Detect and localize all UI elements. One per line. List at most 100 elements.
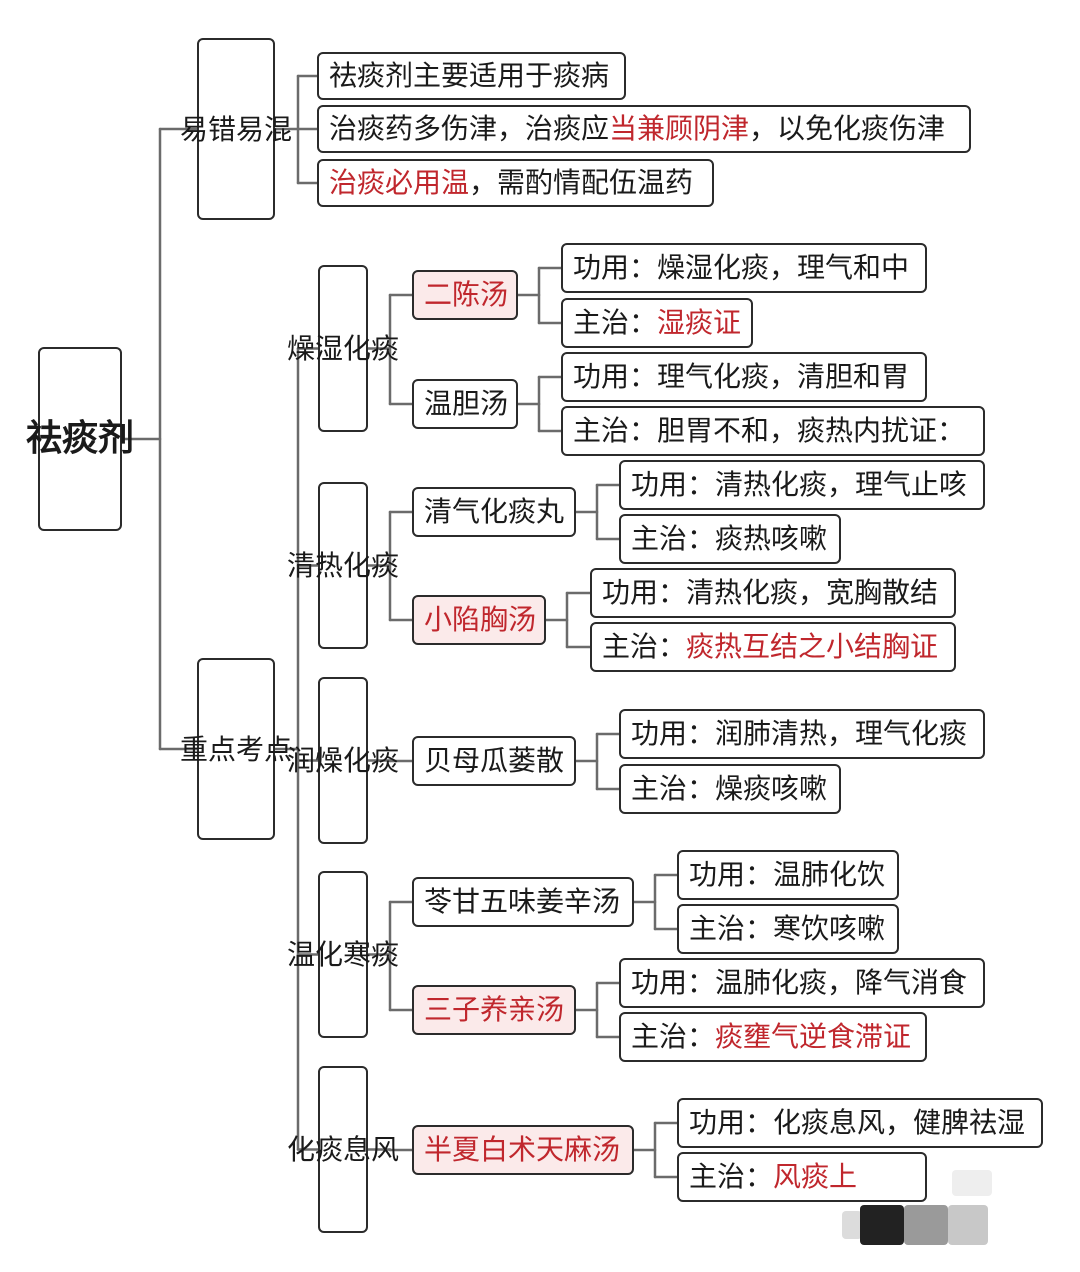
section-key-points-label-char: 点 <box>207 732 236 766</box>
group-label-char: 寒 <box>343 938 372 971</box>
section-key-points: 重点考点 <box>180 658 292 840</box>
indication-text: 胆胃不和，痰热内扰证： <box>657 414 966 447</box>
effect-text: 功用：燥湿化痰，理气和中 <box>573 251 910 284</box>
root-node: 祛痰剂 <box>26 347 134 531</box>
effect-node: 功用：温肺化饮 <box>677 850 899 900</box>
group-node: 清热化痰 <box>287 482 399 649</box>
indication-text: 痰壅气逆食滞证 <box>715 1020 912 1053</box>
group-node: 燥湿化痰 <box>287 265 399 432</box>
confuse-item: 治痰药多伤津，治痰应当兼顾阴津，以免化痰伤津 <box>317 105 971 153</box>
watermark-blur <box>860 1205 904 1245</box>
indication-node: 主治：痰壅气逆食滞证 <box>619 1012 927 1062</box>
formula-node: 贝母瓜蒌散 <box>412 736 576 786</box>
indication-prefix: 主治： <box>602 630 687 663</box>
group-label-char: 化 <box>343 332 372 365</box>
indication-node: 主治：湿痰证 <box>561 298 753 348</box>
confuse-item-text: 祛痰剂主要适用于痰病 <box>329 59 610 92</box>
section-easy-confuse-label-char: 易 <box>179 112 208 146</box>
effect-node: 功用：化痰息风，健脾祛湿 <box>677 1098 1043 1148</box>
indication-node: 主治：风痰上 <box>677 1152 927 1202</box>
group-label-char: 化 <box>343 549 372 582</box>
group-label-char: 风 <box>371 1133 400 1166</box>
indication-text: 湿痰证 <box>657 306 742 339</box>
group-label-char: 湿 <box>314 332 343 365</box>
indication-node: 主治：胆胃不和，痰热内扰证： <box>561 406 985 456</box>
effect-node: 功用：温肺化痰，降气消食 <box>619 958 985 1008</box>
section-key-points-label-char: 考 <box>236 732 265 766</box>
effect-text: 功用：润肺清热，理气化痰 <box>631 717 968 750</box>
confuse-item-text: ，需酌情配伍温药 <box>469 166 694 199</box>
group-label-char: 痰 <box>371 332 400 365</box>
formula-node: 清气化痰丸 <box>412 487 576 537</box>
indication-prefix: 主治： <box>573 414 658 447</box>
group-label-char: 痰 <box>371 549 400 582</box>
formula-name: 温胆汤 <box>424 387 509 420</box>
formula-node: 温胆汤 <box>412 379 518 429</box>
section-easy-confuse-label-char: 混 <box>264 112 293 146</box>
group-node: 温化寒痰 <box>287 871 399 1038</box>
watermark-blur <box>948 1205 988 1245</box>
group-node: 润燥化痰 <box>287 677 399 844</box>
effect-text: 功用：清热化痰，理气止咳 <box>631 468 968 501</box>
group-label-char: 化 <box>314 938 343 971</box>
formula-node: 三子养亲汤 <box>412 985 576 1035</box>
formula-node: 小陷胸汤 <box>412 595 546 645</box>
group-label-char: 清 <box>286 549 315 582</box>
indication-text: 痰热互结之小结胸证 <box>686 630 939 663</box>
effect-text: 功用：温肺化饮 <box>689 858 886 891</box>
indication-text: 风痰上 <box>773 1160 858 1193</box>
effect-node: 功用：理气化痰，清胆和胃 <box>561 352 927 402</box>
group-label-char: 热 <box>314 549 343 582</box>
group-label-char: 痰 <box>371 744 400 777</box>
section-easy-confuse-label-char: 易 <box>236 112 265 146</box>
confuse-item-highlight: 治痰必用温 <box>329 166 470 199</box>
group-label-char: 燥 <box>314 744 343 777</box>
confuse-item: 治痰必用温，需酌情配伍温药 <box>317 159 714 207</box>
group-label-char: 化 <box>343 744 372 777</box>
formula-name: 贝母瓜蒌散 <box>424 744 565 777</box>
indication-prefix: 主治： <box>689 1160 774 1193</box>
indication-text: 燥痰咳嗽 <box>715 772 828 805</box>
effect-text: 功用：理气化痰，清胆和胃 <box>573 360 910 393</box>
formula-node: 苓甘五味姜辛汤 <box>412 877 634 927</box>
group-label-char: 温 <box>286 938 315 971</box>
watermark-blur <box>952 1170 992 1196</box>
indication-node: 主治：痰热咳嗽 <box>619 514 841 564</box>
formula-name: 苓甘五味姜辛汤 <box>424 885 621 918</box>
section-easy-confuse: 易错易混 <box>180 38 292 220</box>
indication-text: 痰热咳嗽 <box>715 522 828 555</box>
section-key-points-label-char: 重 <box>179 732 208 766</box>
formula-node: 半夏白术天麻汤 <box>412 1125 634 1175</box>
confuse-item: 祛痰剂主要适用于痰病 <box>317 52 626 100</box>
root-label-char: 痰 <box>62 418 99 459</box>
group-label-char: 息 <box>343 1133 372 1166</box>
formula-name: 半夏白术天麻汤 <box>424 1133 621 1166</box>
formula-node: 二陈汤 <box>412 270 518 320</box>
section-easy-confuse-label-char: 错 <box>207 112 236 146</box>
effect-text: 功用：化痰息风，健脾祛湿 <box>689 1106 1026 1139</box>
indication-prefix: 主治： <box>689 912 774 945</box>
effect-text: 功用：清热化痰，宽胸散结 <box>602 576 939 609</box>
formula-name: 小陷胸汤 <box>424 603 537 636</box>
watermark-blur <box>904 1205 948 1245</box>
indication-node: 主治：痰热互结之小结胸证 <box>590 622 956 672</box>
group-label-char: 润 <box>286 744 315 777</box>
indication-prefix: 主治： <box>631 522 716 555</box>
effect-text: 功用：温肺化痰，降气消食 <box>631 966 968 999</box>
group-label-char: 痰 <box>314 1133 343 1166</box>
root-label-char: 祛 <box>25 418 62 459</box>
confuse-item-text: ，以免化痰伤津 <box>749 112 946 145</box>
indication-node: 主治：寒饮咳嗽 <box>677 904 899 954</box>
root-label-char: 剂 <box>98 418 135 459</box>
indication-node: 主治：燥痰咳嗽 <box>619 764 841 814</box>
indication-prefix: 主治： <box>573 306 658 339</box>
group-label-char: 痰 <box>371 938 400 971</box>
effect-node: 功用：清热化痰，理气止咳 <box>619 460 985 510</box>
indication-prefix: 主治： <box>631 772 716 805</box>
watermark-blur <box>842 1211 862 1239</box>
effect-node: 功用：润肺清热，理气化痰 <box>619 709 985 759</box>
confuse-item-text: 治痰药多伤津，治痰应 <box>329 112 610 145</box>
formula-name: 二陈汤 <box>424 278 509 311</box>
